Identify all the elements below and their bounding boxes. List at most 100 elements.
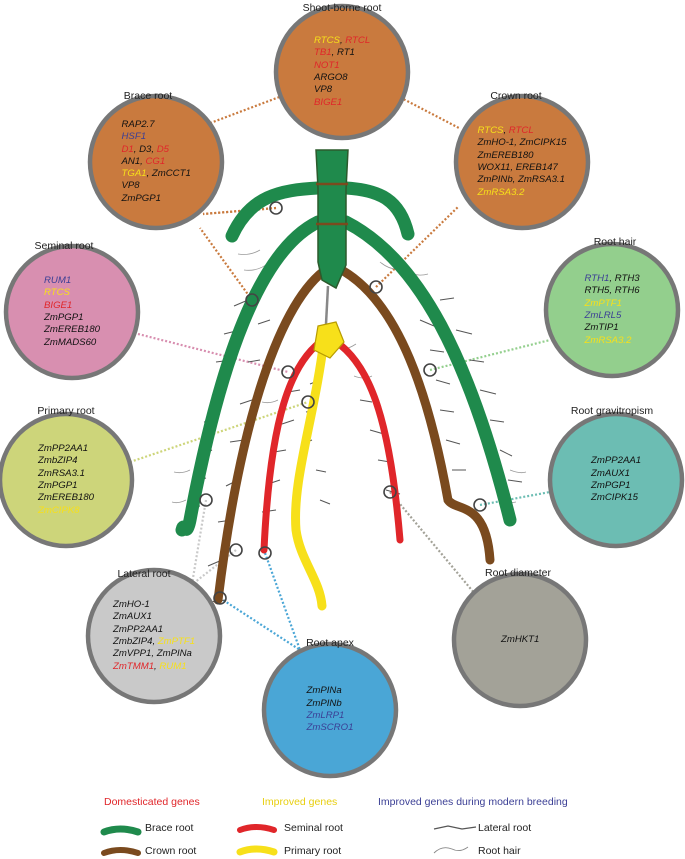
gene-line: VP8: [314, 84, 370, 96]
gene-name: RTH5, RTH6: [584, 285, 640, 297]
gene-line: ZmPP2AA1: [38, 443, 94, 455]
gene-line: RTCS: [44, 287, 100, 299]
panel-circle-lateral: [85, 567, 223, 705]
connector-line: [219, 597, 301, 651]
gene-line: ZmTMM1, RUM1: [113, 661, 195, 673]
site-marker: [199, 493, 213, 507]
connector-line: [184, 549, 237, 591]
gene-name: ZmCIPK15: [591, 492, 638, 504]
gene-name: ZmPGP1: [591, 479, 631, 491]
gene-name: WOX11, EREB147: [477, 161, 558, 173]
gene-name: RTCS: [44, 287, 70, 299]
legend-primary-root-label: Primary root: [284, 845, 342, 857]
gene-name: RTCL: [345, 35, 371, 47]
site-marker: [269, 201, 283, 215]
gene-line: ZmEREB180: [478, 150, 567, 162]
panel-title-apex: Root apex: [306, 637, 354, 649]
maize-root-system: [171, 149, 527, 611]
gene-name: ZmCIPK8: [38, 504, 80, 516]
gene-line: ZmPTF1: [585, 298, 640, 310]
gene-line: RTH1, RTH3: [585, 273, 640, 285]
gene-name: ZmHKT1: [501, 633, 540, 645]
panel-title-root-hair: Root hair: [593, 236, 637, 248]
panel-circle-apex: [261, 641, 399, 779]
gene-line: ZmLRP1: [307, 710, 354, 722]
gene-name: ZmbZIP4: [38, 455, 78, 467]
gene-line: ZmbZIP4, ZmPTF1: [113, 636, 195, 648]
gene-line: ZmRSA3.2: [585, 335, 640, 347]
legend-lateral-root-swatch: [433, 825, 477, 830]
site-marker: [229, 543, 243, 557]
connector-line: [389, 491, 481, 601]
gene-line: AN1, CG1: [122, 156, 191, 168]
panel-title-seminal: Seminal root: [34, 240, 94, 252]
gene-line: RTH5, RTH6: [585, 285, 640, 297]
site-marker: [258, 546, 272, 560]
legend-improved-label: Improved genes: [262, 796, 338, 808]
gene-name: BIGE1: [314, 96, 343, 108]
gene-name: ZmAUX1: [113, 611, 152, 623]
gene-line: ZmHKT1: [501, 634, 539, 646]
site-marker: [213, 591, 227, 605]
gene-name: ZmHO-1, ZmCIPK15: [477, 137, 567, 149]
panel-circle-root-hair: [543, 241, 681, 379]
site-marker: [301, 395, 315, 409]
gene-name: ,: [339, 35, 346, 47]
gene-name: ZmEREB180: [477, 149, 534, 161]
gene-line: WOX11, EREB147: [478, 162, 567, 174]
gene-name: RUM1: [44, 275, 72, 287]
panel-circle-diameter: [451, 571, 589, 709]
gene-name: TB1: [314, 47, 332, 59]
brace-roots: [175, 181, 517, 537]
primary-root: [291, 335, 329, 611]
legend-seminal-root-swatch: [237, 824, 277, 833]
panel-title-diameter: Root diameter: [485, 567, 551, 579]
connector-line: [479, 490, 551, 507]
gene-name: ZmSCRO1: [306, 722, 354, 734]
gene-name: ZmPTF1: [157, 635, 196, 647]
gene-name: ZmPP2AA1: [113, 623, 164, 635]
gene-line: ZmEREB180: [38, 492, 94, 504]
gene-name: ZmHO-1: [113, 599, 150, 611]
gene-name: D1: [121, 143, 134, 155]
gene-line: NOT1: [314, 60, 370, 72]
gene-line: ZmEREB180: [44, 324, 100, 336]
legend-modern-label: Improved genes during modern breeding: [378, 796, 568, 808]
gene-name: ZmbZIP4,: [113, 635, 158, 647]
gene-line: ZmPINb: [307, 698, 354, 710]
trait-panels: [0, 3, 685, 779]
gene-name: RTCL: [508, 125, 534, 137]
gene-name: ,: [503, 125, 509, 137]
gene-name: ZmLRP1: [306, 709, 345, 721]
gene-line: ZmPGP1: [591, 480, 641, 492]
gene-name: HSF1: [121, 131, 147, 143]
gene-line: HSF1: [122, 131, 191, 143]
stem: [315, 149, 349, 325]
legend-swatches: [100, 824, 477, 856]
gene-name: ZmPGP1: [44, 311, 84, 323]
gene-name: ZmVPP1, ZmPINa: [113, 648, 192, 660]
gene-line: ZmPGP1: [122, 193, 191, 205]
gene-name: ZmPGP1: [38, 479, 78, 491]
gene-line: ZmRSA3.1: [38, 468, 94, 480]
panel-title-primary: Primary root: [37, 405, 95, 417]
gene-line: ZmAUX1: [591, 468, 641, 480]
gene-name: ZmPGP1: [121, 192, 161, 204]
gene-name: VP8: [314, 84, 333, 96]
gene-list-diameter: ZmHKT1: [501, 634, 539, 646]
legend-brace-root-label: Brace root: [145, 822, 194, 834]
gene-name: ZmPTF1: [584, 297, 622, 309]
gene-line: RUM1: [44, 275, 100, 287]
gene-name: ZmPP2AA1: [38, 443, 89, 455]
gene-name: ZmRSA3.2: [477, 186, 525, 198]
site-marker: [423, 363, 437, 377]
gene-name: RTCS: [314, 35, 340, 47]
gene-name: , D3,: [133, 143, 157, 155]
gene-line: ZmPGP1: [44, 312, 100, 324]
gene-name: CG1: [145, 155, 166, 167]
gene-line: ZmCIPK8: [38, 505, 94, 517]
